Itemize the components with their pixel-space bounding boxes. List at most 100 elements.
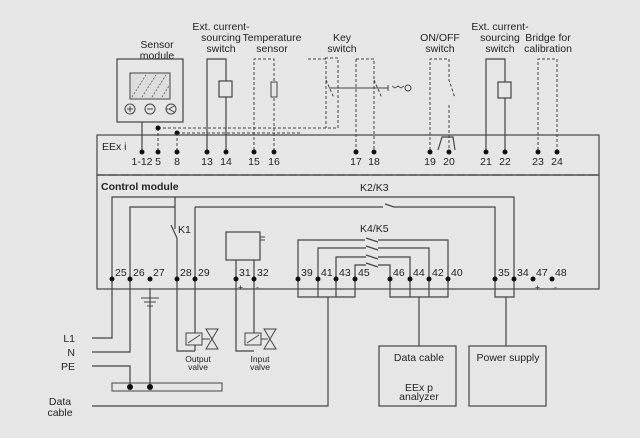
sensor-module-label-1: Sensor bbox=[140, 39, 174, 51]
pe-busbar bbox=[111, 382, 223, 392]
output-valve-icon bbox=[185, 328, 219, 350]
key-switch-label-1: Key bbox=[333, 32, 352, 44]
eex-i-terminal-label: 20 bbox=[443, 156, 455, 168]
polarity-label: - bbox=[554, 282, 557, 292]
analyzer-box-sub-1: EEx p bbox=[405, 382, 433, 394]
control-terminal-label: 46 bbox=[393, 267, 405, 279]
ext-switch-2-label-1: Ext. current- bbox=[471, 21, 529, 33]
control-terminal-label: 43 bbox=[339, 267, 351, 279]
control-terminal-label: 39 bbox=[301, 267, 313, 279]
eex-i-terminal-dot bbox=[353, 149, 359, 155]
control-terminal-label: 31 bbox=[239, 267, 251, 279]
output-valve-label-1: Output bbox=[185, 354, 211, 364]
eex-i-terminal-label: 14 bbox=[220, 156, 232, 168]
control-module-label: Control module bbox=[101, 181, 179, 193]
eex-i-terminal-label: 13 bbox=[201, 156, 213, 168]
eex-i-terminal-label: 5 bbox=[155, 156, 161, 168]
control-terminal-dot bbox=[445, 276, 451, 282]
control-terminal-label: 29 bbox=[198, 267, 210, 279]
control-terminal-dot bbox=[530, 276, 536, 282]
control-terminal-label: 32 bbox=[257, 267, 269, 279]
line-pe-label: PE bbox=[61, 361, 75, 373]
control-terminal-dot bbox=[147, 276, 153, 282]
eex-i-terminal-dot bbox=[223, 149, 229, 155]
control-terminal-dot bbox=[127, 276, 133, 282]
eex-i-terminal-dot bbox=[174, 149, 180, 155]
control-terminal-label: 47 bbox=[536, 267, 548, 279]
switch-2-relay-icon bbox=[497, 81, 512, 99]
onoff-switch-label-1: ON/OFF bbox=[420, 32, 460, 44]
eex-i-terminal-label: 23 bbox=[532, 156, 544, 168]
control-terminal-label: 42 bbox=[432, 267, 444, 279]
eex-i-terminal-dot bbox=[535, 149, 541, 155]
eex-i-terminal-dot bbox=[271, 149, 277, 155]
ext-switch-1-label-2: sourcing bbox=[201, 32, 241, 44]
control-terminal-label: 34 bbox=[517, 267, 529, 279]
control-terminal-dot bbox=[174, 276, 180, 282]
eex-i-terminal-dot bbox=[427, 149, 433, 155]
power-supply-label: Power supply bbox=[476, 352, 540, 364]
control-terminal-dot bbox=[192, 276, 198, 282]
switch-1-relay-icon bbox=[218, 80, 233, 98]
eex-i-terminal-dot bbox=[483, 149, 489, 155]
ext-switch-2-label-3: switch bbox=[485, 43, 514, 55]
data-cable-label-1: Data bbox=[49, 396, 71, 408]
control-terminal-dot bbox=[426, 276, 432, 282]
control-terminal-dot bbox=[233, 276, 239, 282]
control-terminal-dot bbox=[295, 276, 301, 282]
relay-k2k3-label: K2/K3 bbox=[360, 182, 389, 194]
control-terminal-dot bbox=[511, 276, 517, 282]
bridge-label-2: calibration bbox=[524, 43, 572, 55]
minus-button-icon bbox=[144, 103, 156, 115]
eex-i-terminal-dot bbox=[139, 149, 145, 155]
control-terminal-dot bbox=[549, 276, 555, 282]
resistor-icon bbox=[270, 81, 278, 98]
control-terminal-label: 35 bbox=[498, 267, 510, 279]
control-terminal-label: 40 bbox=[451, 267, 463, 279]
control-terminal-label: 26 bbox=[133, 267, 145, 279]
temp-sensor-label-2: sensor bbox=[256, 43, 288, 55]
eex-i-terminal-label: 24 bbox=[551, 156, 563, 168]
data-cable-label-2: cable bbox=[47, 407, 72, 419]
polarity-label: - bbox=[256, 282, 259, 292]
relay-k4k5-label: K4/K5 bbox=[360, 223, 389, 235]
key-switch-label-2: switch bbox=[327, 43, 356, 55]
control-terminal-label: 41 bbox=[321, 267, 333, 279]
eex-i-terminal-dot bbox=[502, 149, 508, 155]
onoff-switch-label-2: switch bbox=[425, 43, 454, 55]
control-terminal-label: 45 bbox=[358, 267, 370, 279]
bridge-label-1: Bridge for bbox=[525, 32, 571, 44]
eex-i-terminal-label: 17 bbox=[350, 156, 362, 168]
control-module-section bbox=[96, 174, 600, 290]
control-terminal-dot bbox=[352, 276, 358, 282]
valve-supply-block bbox=[225, 231, 261, 261]
control-terminal-dot bbox=[333, 276, 339, 282]
ext-switch-1-label-3: switch bbox=[206, 43, 235, 55]
ext-switch-1-label-1: Ext. current- bbox=[192, 21, 250, 33]
control-terminal-label: 25 bbox=[115, 267, 127, 279]
sensor-module-device bbox=[116, 58, 184, 123]
polarity-label: + bbox=[238, 282, 243, 292]
control-terminal-dot bbox=[407, 276, 413, 282]
control-terminal-dot bbox=[387, 276, 393, 282]
input-valve-label-1: Input bbox=[251, 354, 271, 364]
analyzer-box bbox=[378, 345, 457, 407]
eex-i-label: EEx i bbox=[102, 141, 127, 153]
ground-icon bbox=[141, 297, 159, 307]
input-valve-icon bbox=[244, 328, 277, 350]
line-n-label: N bbox=[67, 347, 75, 359]
plus-button-icon bbox=[124, 103, 136, 115]
power-supply-box bbox=[468, 345, 547, 407]
analyzer-box-title: Data cable bbox=[394, 352, 444, 364]
temp-sensor-label-1: Temperature bbox=[243, 32, 302, 44]
eex-i-terminal-label: 19 bbox=[424, 156, 436, 168]
control-terminal-label: 48 bbox=[555, 267, 567, 279]
eex-i-terminal-dot bbox=[204, 149, 210, 155]
control-terminal-dot bbox=[492, 276, 498, 282]
eex-i-terminal-dot bbox=[371, 149, 377, 155]
eex-i-terminal-dot bbox=[446, 149, 452, 155]
eex-i-terminal-label: 15 bbox=[248, 156, 260, 168]
polarity-label: + bbox=[535, 282, 540, 292]
control-terminal-label: 27 bbox=[153, 267, 165, 279]
